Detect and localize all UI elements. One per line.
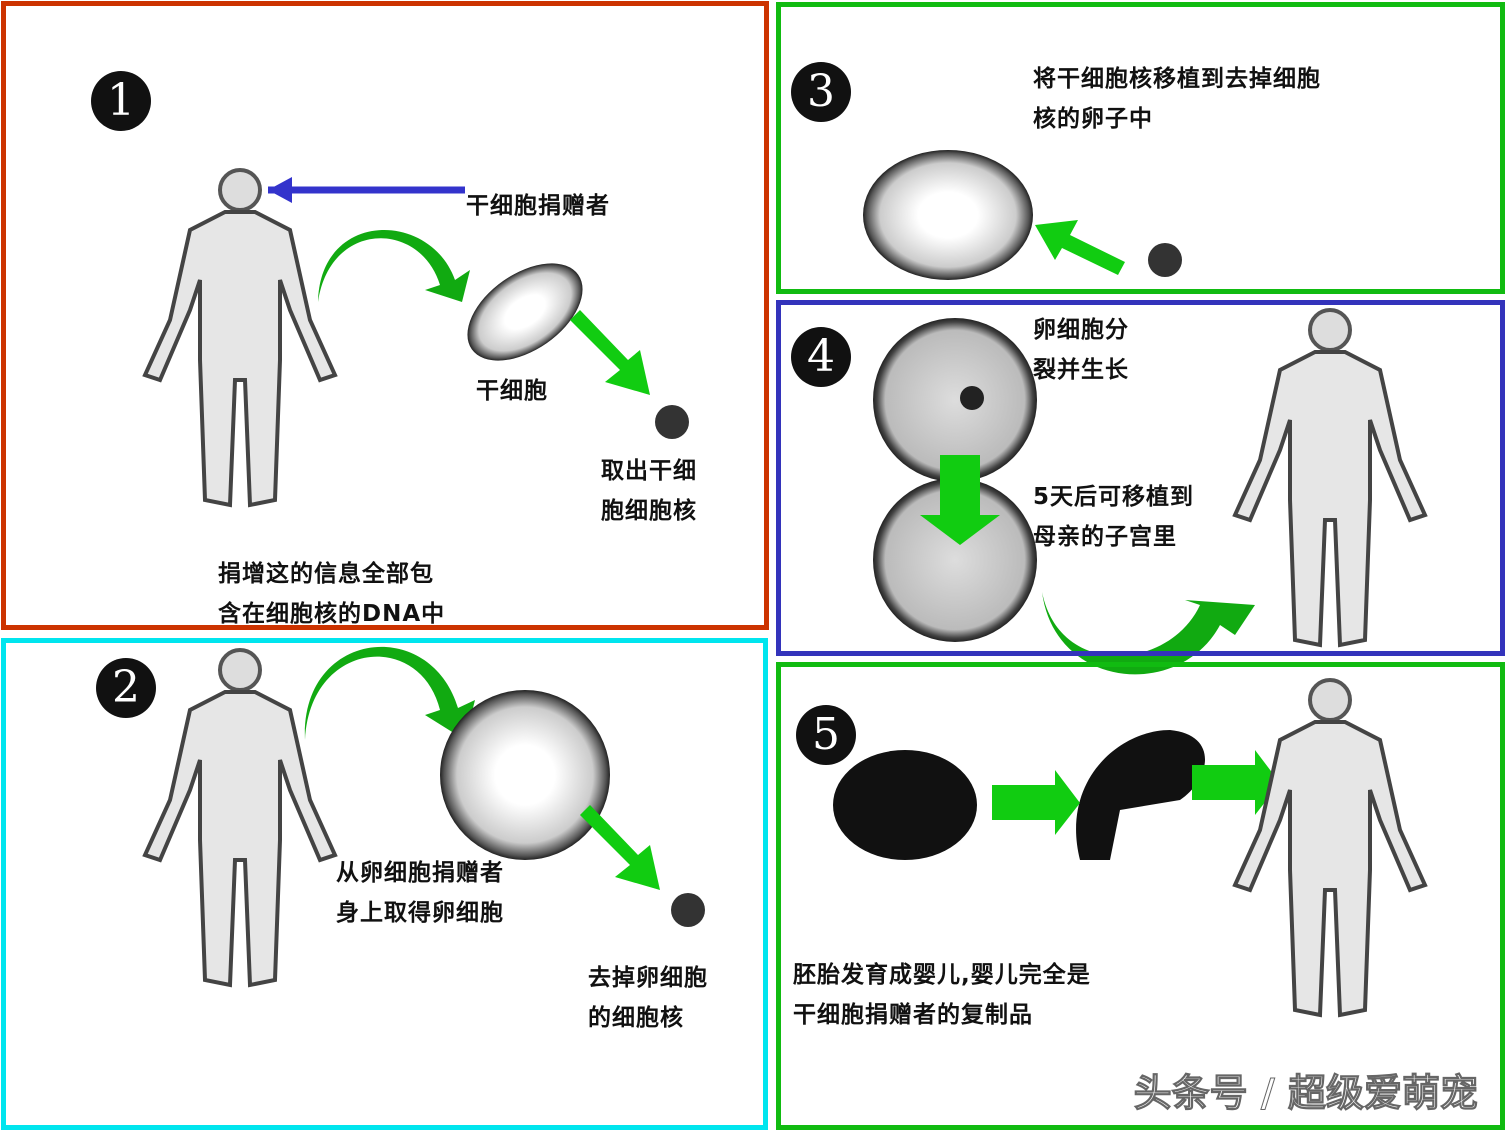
divide-label: 卵细胞分裂并生长 (1033, 317, 1129, 383)
watermark: 头条号 / 超级爱萌宠 (1133, 1071, 1478, 1116)
panel5-art (833, 678, 1427, 1017)
panel-step4: 4 卵细胞分裂并生长 5天后可移植到母亲的子宫里 (776, 300, 1505, 656)
info-label: 捐增这的信息全部包含在细胞核的DNA中 (218, 561, 446, 627)
panel-step1: 1 干细胞捐赠者 干细胞 取出干细胞细胞核 捐增这的信息全部包含在细胞核的DNA… (1, 1, 769, 630)
panel1-art (143, 168, 689, 507)
panel3-art (863, 150, 1182, 280)
implant-label: 5天后可移植到母亲的子宫里 (1033, 484, 1195, 550)
stem-cell-label: 干细胞 (476, 378, 548, 404)
step-number: 1 (91, 71, 151, 131)
extract-label: 取出干细胞细胞核 (601, 458, 697, 524)
panel-step5: 5 胚胎发育成婴儿,婴儿完全是干细胞捐赠者的复制品 (776, 662, 1505, 1130)
remove-label: 去掉卵细胞的细胞核 (588, 965, 708, 1031)
panel2-art (143, 646, 705, 987)
panel-step2: 2 从卵细胞捐赠者身上取得卵细胞 去掉卵细胞的细胞核 (1, 638, 768, 1130)
step-number: 3 (791, 62, 851, 122)
transplant-label: 将干细胞核移植到去掉细胞核的卵子中 (1033, 66, 1321, 132)
panel-step3: 3 将干细胞核移植到去掉细胞核的卵子中 (776, 2, 1505, 294)
step-number: 2 (96, 658, 156, 718)
step-number: 5 (796, 705, 856, 765)
step-number: 4 (791, 327, 851, 387)
egg-label: 从卵细胞捐赠者身上取得卵细胞 (336, 860, 504, 926)
result-label: 胚胎发育成婴儿,婴儿完全是干细胞捐赠者的复制品 (793, 962, 1091, 1028)
donor-label: 干细胞捐赠者 (466, 193, 610, 219)
